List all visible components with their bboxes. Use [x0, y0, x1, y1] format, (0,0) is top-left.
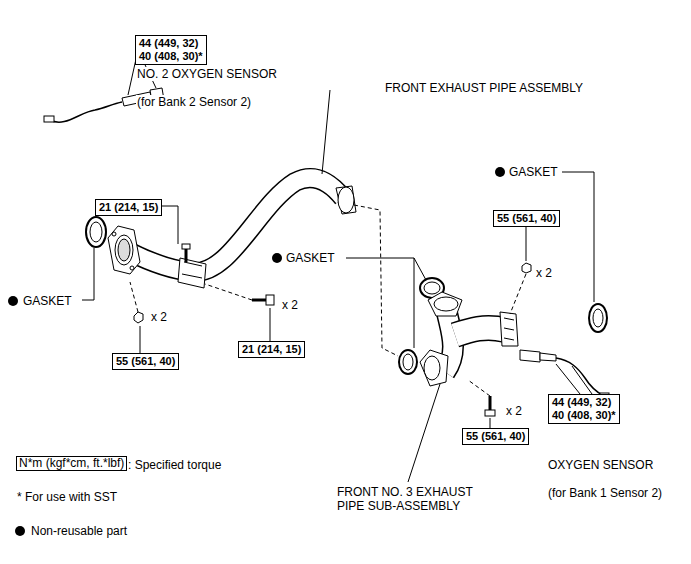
- torque-value: 55 (561, 40): [497, 212, 556, 225]
- torque-value: 21 (214, 15): [242, 343, 301, 356]
- part-note: (for Bank 2 Sensor 2): [136, 95, 252, 109]
- quantity: x 2: [505, 404, 523, 418]
- quantity: x 2: [535, 266, 553, 280]
- torque-value: 55 (561, 40): [466, 430, 525, 443]
- non-reusable-mark: [8, 167, 505, 536]
- quantity: x 2: [281, 298, 299, 312]
- torque-spec-box: 55 (561, 40): [112, 353, 179, 370]
- torque-value: 44 (449, 32): [552, 396, 616, 409]
- torque-spec-box: 21 (214, 15): [238, 341, 305, 358]
- part-name: FRONT EXHAUST PIPE ASSEMBLY: [384, 81, 584, 95]
- part-name: GASKET: [285, 251, 336, 265]
- torque-value: 55 (561, 40): [116, 355, 175, 368]
- part-name: FRONT NO. 3 EXHAUST PIPE SUB-ASSEMBLY: [336, 485, 488, 513]
- note: * For use with SST: [16, 490, 118, 504]
- torque-value: 44 (449, 32): [139, 37, 203, 50]
- part-name: GASKET: [508, 165, 559, 179]
- quantity: x 2: [150, 310, 168, 324]
- torque-spec-box: 55 (561, 40): [493, 210, 560, 227]
- part-note: (for Bank 1 Sensor 2): [547, 486, 663, 500]
- torque-spec-box: 44 (449, 32)40 (408, 30)*: [548, 394, 620, 424]
- legend-text: Non-reusable part: [30, 524, 128, 538]
- torque-spec-box: 44 (449, 32)40 (408, 30)*: [135, 35, 207, 65]
- legend-text: : Specified torque: [127, 458, 222, 472]
- torque-spec-box: 21 (214, 15): [95, 199, 162, 216]
- part-name: NO. 2 OXYGEN SENSOR: [136, 67, 278, 81]
- part-name: GASKET: [22, 294, 73, 308]
- part-name: OXYGEN SENSOR: [547, 458, 654, 472]
- torque-value: 21 (214, 15): [99, 201, 158, 214]
- torque-value: 40 (408, 30)*: [552, 409, 616, 422]
- torque-value: 40 (408, 30)*: [139, 50, 203, 63]
- torque-spec-box: 55 (561, 40): [462, 428, 529, 445]
- legend-torque-box: N*m (kgf*cm, ft.*lbf): [16, 456, 127, 471]
- torque-value: N*m (kgf*cm, ft.*lbf): [19, 457, 124, 470]
